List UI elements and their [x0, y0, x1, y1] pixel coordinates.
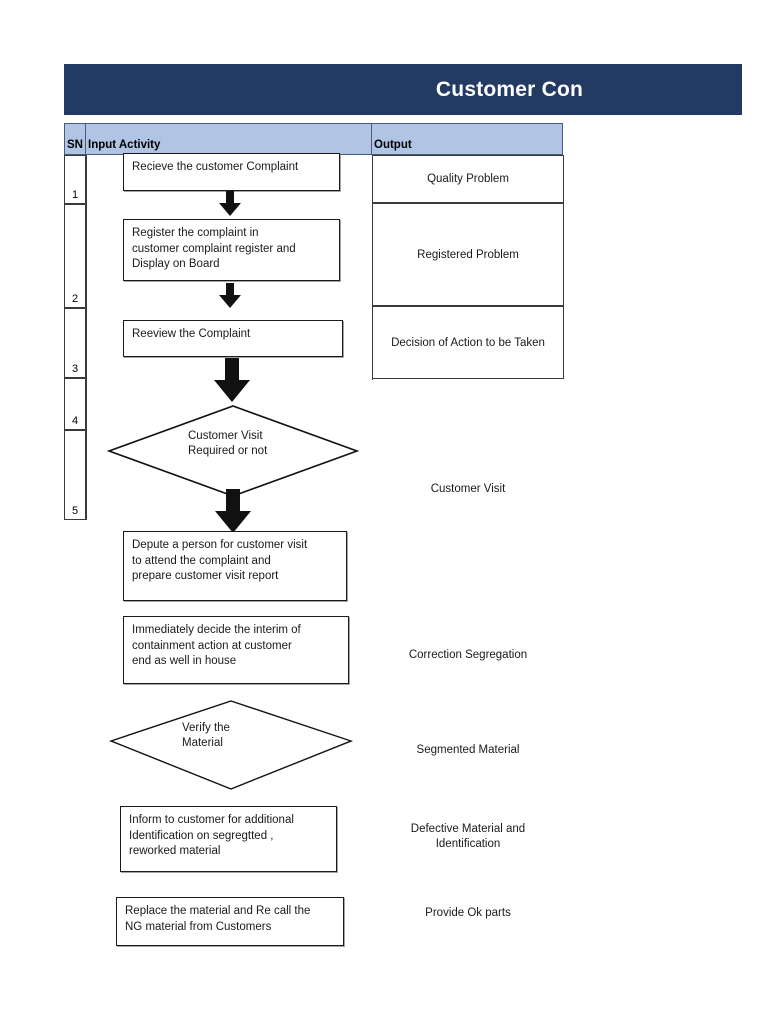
column-header-sn: SN	[64, 123, 86, 155]
process-box-depute-person: Depute a person for customer visit to at…	[123, 531, 347, 601]
output-label-defective-material: Defective Material and Identification	[410, 823, 526, 850]
output-label-segmented-material: Segmented Material	[416, 744, 520, 756]
sn-cell-3: 3	[64, 308, 86, 378]
column-header-output: Output	[371, 123, 563, 155]
sn-cell-2: 2	[64, 204, 86, 308]
sn-cell-1: 1	[64, 155, 86, 204]
output-label-provide-ok-parts: Provide Ok parts	[425, 907, 511, 919]
decision-label-customer-visit: Customer Visit Required or not	[188, 430, 268, 457]
arrow-review-to-decision	[210, 358, 254, 404]
table-header-row: SN Input Activity Output	[64, 123, 564, 155]
process-box-containment-action: Immediately decide the interim of contai…	[123, 616, 349, 684]
process-box-inform-customer: Inform to customer for additional Identi…	[120, 806, 337, 872]
decision-label-verify-material: Verify the Material	[182, 722, 230, 749]
output-cell-quality-problem: Quality Problem	[372, 155, 564, 203]
page-title: Customer Con	[435, 77, 583, 101]
decision-diamond-customer-visit: Customer Visit Required or not	[106, 405, 360, 497]
column-header-input-activity: Input Activity	[85, 123, 372, 155]
output-cell-registered-problem: Registered Problem	[372, 203, 564, 306]
output-cell-decision-of-action: Decision of Action to be Taken	[372, 306, 564, 379]
output-label-customer-visit: Customer Visit	[430, 483, 506, 495]
arrow-recieve-to-register	[215, 191, 245, 217]
sn-cell-5: 5	[64, 430, 86, 520]
process-box-recieve-complaint: Recieve the customer Complaint	[123, 153, 340, 191]
decision-diamond-verify-material: Verify the Material	[108, 700, 354, 790]
arrow-register-to-review	[215, 283, 245, 309]
process-box-replace-material: Replace the material and Re call the NG …	[116, 897, 344, 946]
input-column-left-rule	[86, 155, 87, 520]
title-banner: Customer Con	[64, 64, 742, 115]
sn-cell-4: 4	[64, 378, 86, 430]
arrow-decision-to-depute	[211, 489, 255, 535]
process-box-register-complaint: Register the complaint in customer compl…	[123, 219, 340, 281]
output-label-correction-segregation: Correction Segregation	[408, 649, 528, 661]
process-box-review-complaint: Reeview the Complaint	[123, 320, 343, 357]
